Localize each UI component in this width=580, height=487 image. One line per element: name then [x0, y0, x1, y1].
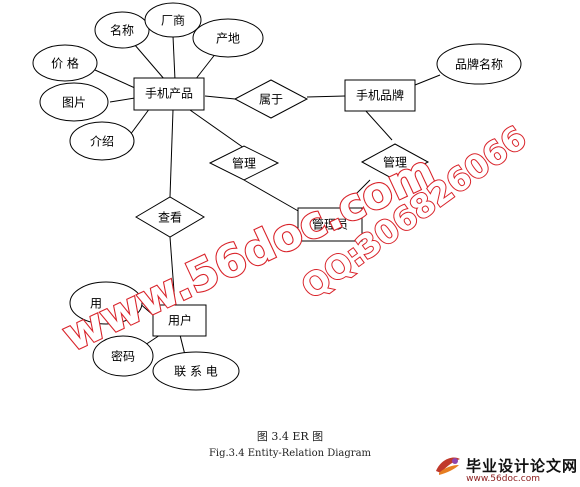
attr-picture-label: 图片	[62, 96, 86, 110]
rel-manage-left-diamond	[208, 145, 280, 181]
footer-brand-text: 毕业设计论文网	[466, 456, 579, 475]
attr-username-label: 用	[90, 297, 102, 311]
attr-password-ellipse	[92, 335, 154, 377]
rel-belongs-to-diamond	[233, 79, 309, 119]
er-diagram: 手机产品 手机品牌 管理员 用户 属于 管理 管理 查看 名称 厂商 产地 价 …	[32, 2, 534, 391]
attr-phone-ellipse	[152, 351, 240, 391]
entity-phone-product-box	[133, 77, 205, 111]
attr-origin-ellipse	[192, 18, 264, 58]
attr-brand-name-label: 品牌名称	[455, 57, 503, 72]
rel-view-diamond	[135, 196, 205, 238]
entity-user-box	[152, 304, 207, 337]
rel-view-label: 查看	[158, 211, 182, 225]
figure-caption-cn: 图 3.4 ER 图	[256, 430, 324, 443]
attr-brand-name-ellipse	[436, 43, 522, 85]
footer-site-url: www.56doc.com	[466, 474, 540, 484]
rel-manage-right-diamond	[360, 143, 430, 181]
attr-name-ellipse	[94, 11, 150, 49]
attr-intro-ellipse	[69, 121, 135, 161]
attr-picture-ellipse	[39, 82, 109, 122]
entity-user-label: 用户	[168, 313, 192, 328]
attr-price-ellipse	[32, 44, 98, 82]
rel-manage-left-label: 管理	[232, 156, 256, 171]
attr-password-label: 密码	[111, 349, 135, 364]
entity-admin-box	[297, 207, 363, 242]
footer-brand: 毕业设计论文网	[433, 453, 578, 477]
entity-phone-product-label: 手机产品	[145, 87, 193, 101]
attr-intro-label: 介绍	[90, 135, 114, 149]
attr-manufacturer-label: 厂商	[161, 13, 185, 28]
entity-admin-label: 管理员	[312, 217, 348, 232]
attr-origin-label: 产地	[216, 32, 240, 46]
attr-name-label: 名称	[110, 23, 134, 38]
attr-phone-label: 联 系 电	[174, 365, 218, 379]
attr-price-label: 价 格	[51, 56, 79, 71]
entity-phone-brand-box	[344, 79, 416, 112]
attr-manufacturer-ellipse	[144, 2, 202, 38]
entity-phone-brand-label: 手机品牌	[356, 89, 404, 103]
attr-username-ellipse	[69, 281, 143, 325]
rel-belongs-to-label: 属于	[259, 93, 283, 107]
figure-caption-en: Fig.3.4 Entity-Relation Diagram	[208, 448, 372, 459]
rel-manage-right-label: 管理	[383, 155, 407, 170]
logo-icon	[436, 457, 460, 475]
